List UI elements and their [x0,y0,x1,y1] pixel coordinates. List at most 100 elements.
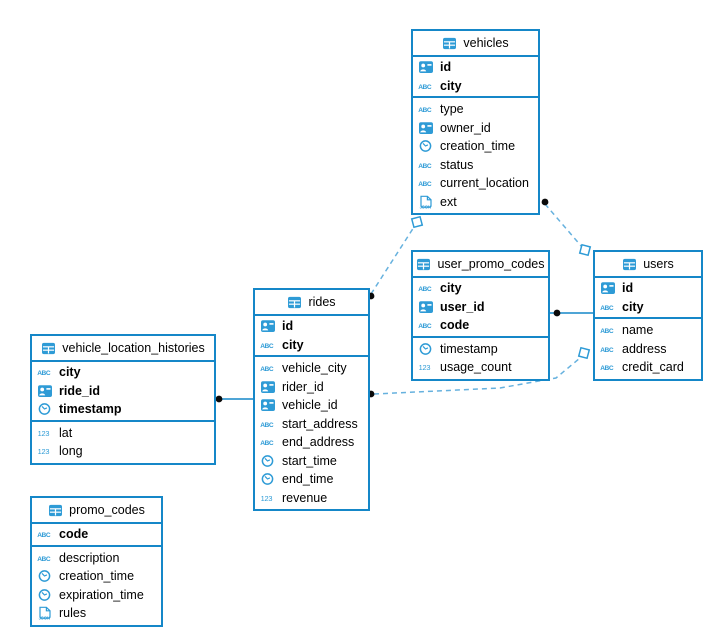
numeric-123-icon: 123 [37,444,54,458]
abc-text-icon: ABC [418,176,435,190]
column-name: code [59,527,89,542]
abc-text-icon: ABC [418,79,435,93]
table-header[interactable]: rides [255,290,368,316]
column-row-start_time[interactable]: start_time [255,452,368,471]
table-icon [48,503,64,517]
abc-text-icon: ABC [600,300,617,314]
column-name: credit_card [622,360,684,375]
column-row-end_time[interactable]: end_time [255,470,368,489]
column-row-code[interactable]: ABC code [32,525,161,544]
table-header[interactable]: vehicle_location_histories [32,336,214,362]
svg-text:ABC: ABC [600,305,614,312]
column-row-id[interactable]: id [255,317,368,336]
column-name: creation_time [440,139,516,154]
table-header[interactable]: promo_codes [32,498,161,524]
column-row-user_id[interactable]: user_id [413,298,548,317]
svg-text:JSON: JSON [39,616,50,621]
column-row-timestamp[interactable]: timestamp [32,400,214,419]
abc-text-icon: ABC [418,318,435,332]
relationship-endpoint-dot [553,309,561,317]
table-title: promo_codes [69,503,145,517]
table-header[interactable]: vehicles [413,31,538,57]
column-name: city [440,281,462,296]
id-card-icon [418,121,435,135]
svg-text:ABC: ABC [418,181,432,188]
numeric-123-icon: 123 [37,426,54,440]
abc-text-icon: ABC [260,417,277,431]
column-name: city [440,78,462,93]
abc-text-icon: ABC [260,361,277,375]
column-row-creation_time[interactable]: creation_time [413,137,538,156]
column-row-id[interactable]: id [595,279,701,298]
id-card-icon [418,300,435,314]
column-row-expiration_time[interactable]: expiration_time [32,586,161,605]
column-row-vehicle_id[interactable]: vehicle_id [255,396,368,415]
column-row-ride_id[interactable]: ride_id [32,382,214,401]
column-name: rider_id [282,379,324,394]
svg-text:123: 123 [38,447,50,456]
table-header[interactable]: users [595,252,701,278]
column-name: vehicle_id [282,398,338,413]
svg-text:JSON: JSON [420,204,431,209]
table-title: rides [308,295,336,309]
abc-text-icon: ABC [260,338,277,352]
column-name: user_id [440,299,485,314]
relationship-vehicles-to-users[interactable] [544,203,583,248]
svg-text:ABC: ABC [600,347,614,354]
column-name: code [440,318,470,333]
relationship-rides-to-vehicles[interactable] [370,226,415,295]
relationship-rides-to-users[interactable] [373,357,581,395]
column-name: creation_time [59,569,135,584]
table-title: users [643,257,674,271]
column-row-code[interactable]: ABC code [413,316,548,335]
relationship-endpoint-diamond [578,243,592,257]
svg-text:ABC: ABC [37,556,51,563]
column-row-id[interactable]: id [413,58,538,77]
column-row-owner_id[interactable]: owner_id [413,119,538,138]
column-row-city[interactable]: ABC city [413,77,538,96]
clock-icon [37,588,54,602]
svg-text:ABC: ABC [37,532,51,539]
table-icon [622,257,638,271]
svg-text:ABC: ABC [418,107,432,114]
abc-text-icon: ABC [418,102,435,116]
column-name: timestamp [59,402,122,417]
column-name: status [440,157,474,172]
column-row-timestamp[interactable]: timestamp [413,340,548,359]
column-row-rider_id[interactable]: rider_id [255,378,368,397]
column-row-creation_time[interactable]: creation_time [32,567,161,586]
table-header[interactable]: user_promo_codes [413,252,548,278]
primary-key-section: ABC code [32,524,161,547]
